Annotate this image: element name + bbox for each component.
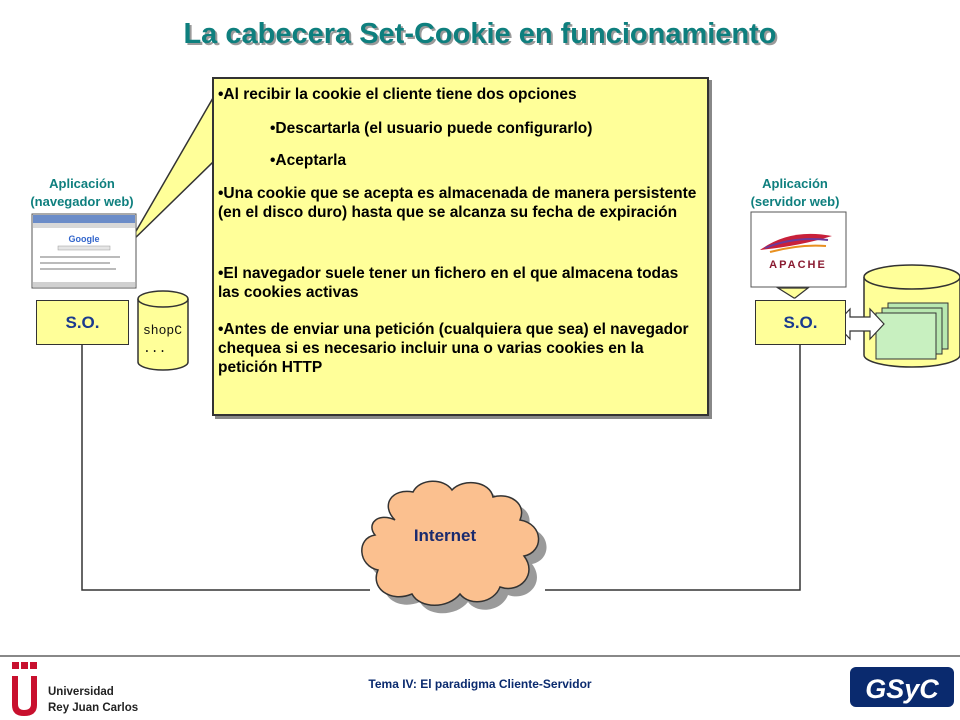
footer-title: Tema IV: El paradigma Cliente-Servidor (368, 677, 592, 691)
footer-divider (0, 655, 960, 657)
callout-bullet-3: •Aceptarla (270, 152, 347, 169)
callout-bullet-6: •Antes de enviar una petición (cualquier… (218, 321, 689, 376)
university-line2: Rey Juan Carlos (48, 702, 139, 714)
callout-bullet-5: •El navegador suele tener un fichero en … (218, 265, 679, 301)
callout-box (212, 77, 709, 416)
server-db-double-arrow (835, 307, 885, 341)
callout-bullet-4: •Una cookie que se acepta es almacenada … (218, 185, 697, 221)
client-os-box: S.O. (36, 300, 129, 345)
server-os-label: S.O. (783, 312, 818, 332)
client-app-label: Aplicación (navegador web) (12, 175, 152, 211)
cookie-file-line1: shopC (143, 323, 183, 338)
client-app-label-line2: (navegador web) (30, 194, 134, 209)
server-app-label: Aplicación (servidor web) (725, 175, 865, 211)
callout-bullet-2: •Descartarla (el usuario puede configura… (270, 120, 593, 137)
cookie-file-line2: ... (143, 341, 167, 356)
browser-screenshot-icon: Google (31, 213, 137, 289)
server-link-line (545, 345, 801, 591)
svg-text:Google: Google (69, 234, 100, 244)
server-arrow (775, 287, 810, 299)
client-app-label-line1: Aplicación (49, 176, 115, 191)
apache-logo-box: APACHE (750, 211, 847, 288)
cookie-file-text: shopC ... (143, 322, 189, 358)
page-title: La cabecera Set-Cookie en funcionamiento (183, 18, 777, 50)
svg-text:APACHE: APACHE (769, 259, 827, 271)
client-os-label: S.O. (65, 312, 100, 332)
university-name: Universidad Rey Juan Carlos (48, 684, 158, 716)
client-link-line (81, 345, 370, 591)
server-app-label-line1: Aplicación (762, 176, 828, 191)
internet-label: Internet (413, 526, 477, 545)
cookie-database-icon (137, 290, 189, 371)
server-database-icon (863, 264, 960, 368)
internet-cloud-icon (361, 480, 540, 606)
university-line1: Universidad (48, 686, 114, 698)
server-os-box: S.O. (755, 300, 846, 345)
server-app-label-line2: (servidor web) (750, 194, 840, 209)
gsyc-logo: GSyC (850, 667, 954, 707)
callout-bullet-1: •Al recibir la cookie el cliente tiene d… (218, 86, 577, 103)
university-logo (12, 662, 37, 716)
svg-text:GSyC: GSyC (865, 674, 939, 704)
callout-pointer (127, 95, 214, 246)
